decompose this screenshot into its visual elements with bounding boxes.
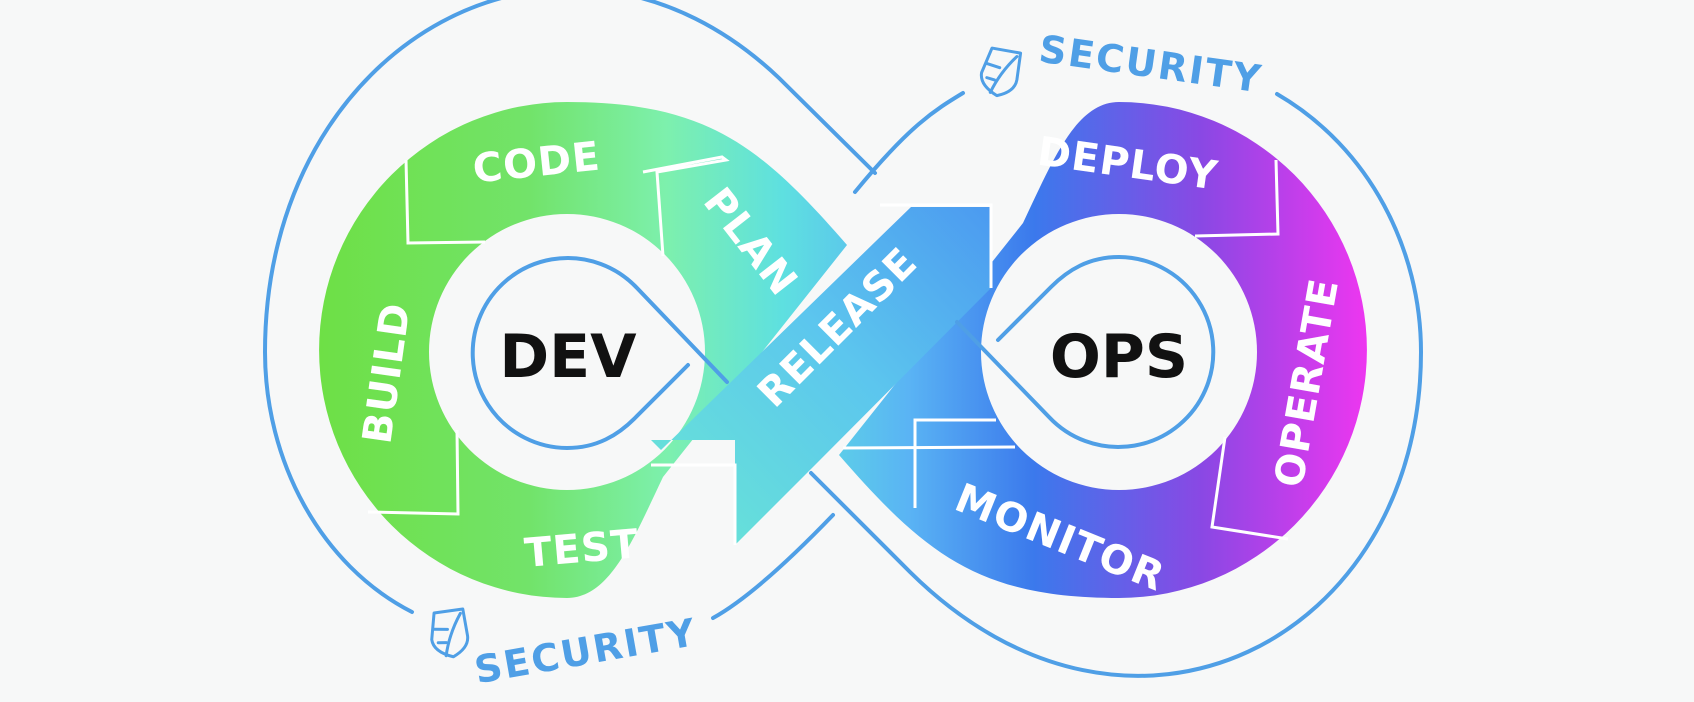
release-band: [651, 207, 991, 545]
ribbon-ops: [839, 102, 1367, 598]
security-top-shield-leaf-icon: [979, 46, 1023, 98]
stage-test: TEST: [523, 521, 641, 577]
security-bottom-shield-leaf-icon: [430, 607, 470, 659]
security-label-bottom: SECURITY: [471, 610, 700, 692]
inner-outline-dev: [470, 256, 729, 451]
security-label-top: SECURITY: [1036, 27, 1265, 102]
inner-outline-ops: [955, 254, 1216, 449]
center-dev-label: DEV: [499, 322, 637, 392]
center-ops-label: OPS: [1050, 322, 1188, 392]
outer-outline: [262, 0, 1424, 678]
section-separators: [367, 155, 1289, 545]
ribbon-dev: [319, 102, 847, 598]
